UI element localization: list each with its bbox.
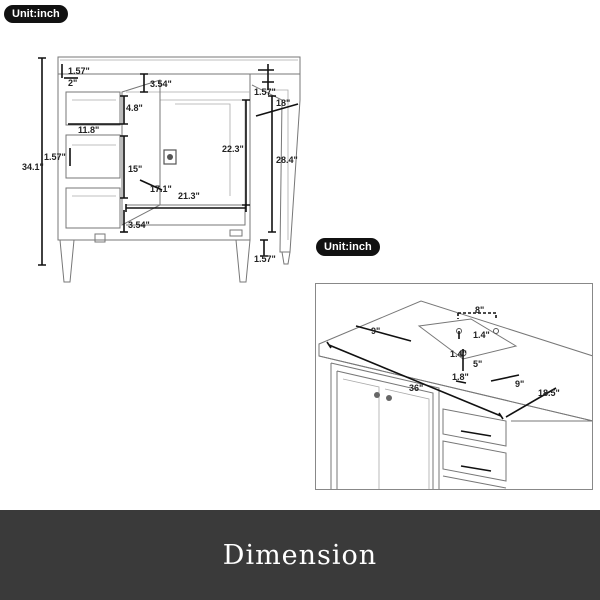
countertop <box>57 56 301 75</box>
dim-door-height: 22.3" <box>222 144 244 154</box>
cabinet-body <box>57 73 251 241</box>
top-view-box: 8" 1.4" 1.4" 9" 5" 1.8" 36" 9" 18.5" <box>315 283 593 490</box>
door-handle-icon <box>163 149 177 165</box>
unit-label-front: Unit:inch <box>4 5 68 23</box>
open-door <box>121 79 161 226</box>
drawer-middle <box>442 440 507 482</box>
dim-depth: 18" <box>276 98 290 108</box>
dim-drawer-gap: 2" <box>68 78 77 88</box>
dim-sink-edge-left: 9" <box>371 326 380 336</box>
dim-faucet-spread: 8" <box>475 305 484 315</box>
sink-basin <box>417 318 518 360</box>
knob-right-icon <box>386 395 392 401</box>
dim-top-thickness: 1.57" <box>68 66 90 76</box>
unit-label-top: Unit:inch <box>316 238 380 256</box>
drawer-2 <box>65 134 121 179</box>
dim-width: 36" <box>409 383 423 393</box>
dim-opening-top: 3.54" <box>150 79 172 89</box>
dim-hole-offset: 1.4" <box>450 349 467 359</box>
drawer-1 <box>65 91 121 126</box>
drawer-3 <box>65 187 121 229</box>
dim-drawer-width: 11.8" <box>78 125 99 135</box>
dim-drain-offset: 1.8" <box>452 372 469 382</box>
caption-text: Dimension <box>222 539 378 571</box>
dim-inner-width: 21.3" <box>178 191 200 201</box>
dim-overall-height: 34.1" <box>22 162 44 172</box>
dim-depth-top: 18.5" <box>538 388 560 398</box>
top-view-drawing: 8" 1.4" 1.4" 9" 5" 1.8" 36" 9" 18.5" <box>318 300 592 489</box>
leg-right <box>235 239 251 283</box>
leg-left <box>59 239 75 283</box>
dim-faucet-offset: 1.4" <box>473 330 490 340</box>
dim-toe-kick: 3.54" <box>128 220 150 230</box>
dim-leg-height: 1.57" <box>254 254 276 264</box>
dim-top-right: 1.57" <box>254 87 276 97</box>
knob-left-icon <box>374 392 380 398</box>
caption-banner: Dimension <box>0 510 600 600</box>
drawer-top <box>442 408 507 447</box>
front-view-drawing: 1.57" 2" 3.54" 1.57" 18" 4.8" 11.8" 22.3… <box>22 56 301 283</box>
countertop-top <box>318 300 592 422</box>
dim-drawer-height: 4.8" <box>126 103 143 113</box>
dim-inner-depth: 17.1" <box>150 184 172 194</box>
dim-lower: 15" <box>128 164 142 174</box>
dim-sink-edge-right: 9" <box>515 379 524 389</box>
dim-cabinet-height: 28.4" <box>276 155 298 165</box>
dim-bowl-depth: 5" <box>473 359 482 369</box>
dim-left-gap: 1.57" <box>44 152 66 162</box>
